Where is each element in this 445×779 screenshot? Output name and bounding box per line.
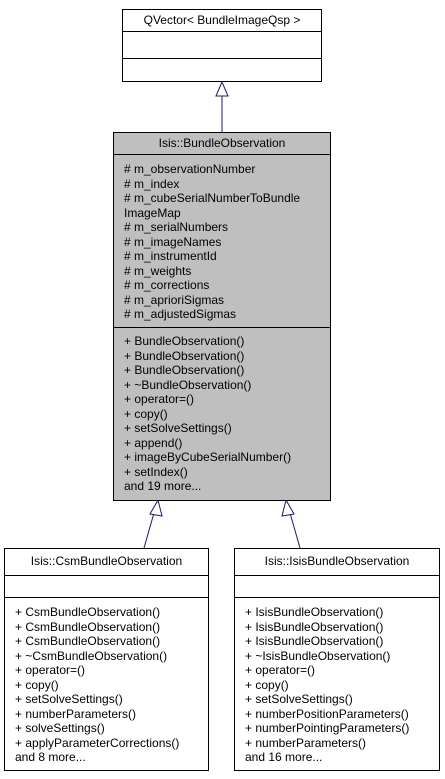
method-item: + ~IsisBundleObservation()	[245, 648, 391, 663]
attributes-separator	[114, 154, 330, 155]
method-item: + setSolveSettings()	[15, 692, 123, 706]
attribute-item: # m_index	[124, 176, 180, 191]
method-item: + CsmBundleObservation()	[15, 634, 161, 648]
attributes-separator	[123, 31, 321, 32]
edge-isis-to-bundle	[289, 512, 301, 549]
attribute-item: # m_imageNames	[124, 234, 222, 249]
method-item: and 8 more...	[15, 750, 86, 764]
method-item: + BundleObservation()	[124, 363, 245, 377]
method-item: + operator=()	[245, 663, 316, 677]
attribute-item: # m_weights	[124, 263, 192, 278]
method-item: + numberParameters()	[245, 735, 367, 750]
class-title: Isis::CsmBundleObservation	[30, 554, 183, 568]
method-item: + BundleObservation()	[124, 334, 245, 348]
method-list: + IsisBundleObservation() + IsisBundleOb…	[245, 605, 435, 765]
attribute-item: ImageMap	[124, 205, 181, 220]
methods-separator	[5, 597, 208, 598]
method-item: + CsmBundleObservation()	[15, 619, 161, 634]
method-item: + setIndex()	[124, 464, 188, 479]
method-item: + setSolveSettings()	[124, 421, 232, 435]
method-item: + numberPointingParameters()	[245, 721, 410, 735]
attribute-list: # m_observationNumber # m_index # m_cube…	[124, 162, 326, 322]
attributes-separator	[5, 575, 208, 576]
method-item: + BundleObservation()	[124, 348, 245, 363]
method-item: + setSolveSettings()	[245, 692, 353, 706]
attribute-item: # m_observationNumber	[124, 162, 256, 176]
method-item: + solveSettings()	[15, 721, 105, 735]
method-item: + IsisBundleObservation()	[245, 605, 384, 619]
edge-arrowhead-qvector	[215, 80, 229, 97]
method-item: + append()	[124, 435, 183, 450]
method-item: + copy()	[245, 677, 289, 692]
class-node-qvector[interactable]: QVector< BundleImageQsp >	[122, 9, 322, 82]
method-item: + operator=()	[15, 663, 86, 677]
attribute-item: # m_instrumentId	[124, 249, 217, 263]
class-node-csm-bundle-observation[interactable]: Isis::CsmBundleObservation + CsmBundleOb…	[4, 548, 209, 771]
method-item: + IsisBundleObservation()	[245, 634, 384, 648]
method-item: and 19 more...	[124, 479, 202, 493]
methods-separator	[235, 597, 439, 598]
class-title: Isis::IsisBundleObservation	[264, 554, 410, 568]
method-item: + operator=()	[124, 392, 195, 406]
attribute-item: # m_serialNumbers	[124, 220, 229, 234]
attribute-item: # m_adjustedSigmas	[124, 307, 237, 321]
method-item: and 16 more...	[245, 750, 323, 764]
method-item: + copy()	[124, 406, 168, 421]
edge-arrowhead-csm	[149, 498, 163, 517]
methods-separator	[114, 327, 330, 328]
attribute-item: # m_aprioriSigmas	[124, 292, 225, 307]
edge-csm-to-bundle	[143, 512, 155, 549]
class-node-isis-bundle-observation[interactable]: Isis::IsisBundleObservation + IsisBundle…	[234, 548, 440, 771]
method-list: + BundleObservation() + BundleObservatio…	[124, 334, 326, 494]
method-item: + copy()	[15, 677, 59, 692]
attribute-item: # m_corrections	[124, 278, 210, 292]
edge-arrowhead-isis	[281, 498, 295, 517]
method-item: + IsisBundleObservation()	[245, 619, 384, 634]
attribute-item: # m_cubeSerialNumberToBundle	[124, 191, 301, 205]
methods-separator	[123, 58, 321, 59]
method-item: + ~CsmBundleObservation()	[15, 648, 168, 663]
method-item: + applyParameterCorrections()	[15, 735, 180, 750]
method-item: + numberPositionParameters()	[245, 706, 409, 721]
class-title: QVector< BundleImageQsp >	[143, 13, 301, 27]
method-item: + CsmBundleObservation()	[15, 605, 161, 619]
attributes-separator	[235, 575, 439, 576]
method-item: + numberParameters()	[15, 706, 137, 721]
class-node-bundle-observation[interactable]: Isis::BundleObservation # m_observationN…	[113, 132, 331, 501]
method-item: + ~BundleObservation()	[124, 377, 252, 392]
method-item: + imageByCubeSerialNumber()	[124, 450, 292, 464]
method-list: + CsmBundleObservation() + CsmBundleObse…	[15, 605, 204, 765]
class-title: Isis::BundleObservation	[158, 136, 286, 150]
